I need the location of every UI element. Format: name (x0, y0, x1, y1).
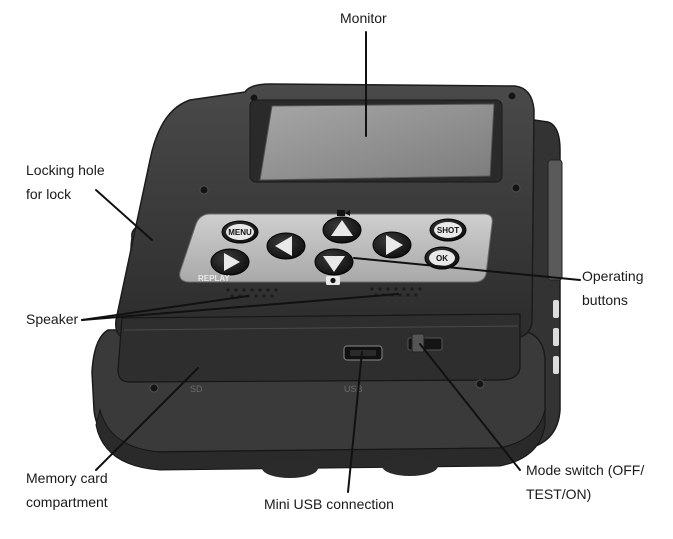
button-menu[interactable]: MENU (221, 220, 259, 244)
button-replay-label: REPLAY (198, 274, 230, 283)
side-hinge-slots (553, 300, 559, 374)
housing-screws (149, 379, 485, 393)
housing-foot-left (262, 458, 318, 478)
leader-operating-buttons (353, 257, 581, 281)
callout-memory-card-line1: Memory card (26, 470, 108, 486)
leader-locking-hole (95, 189, 153, 241)
callout-operating-buttons: Operating buttons (582, 264, 643, 312)
callout-speaker-text: Speaker (26, 311, 79, 327)
leader-lines (81, 31, 581, 493)
button-left[interactable] (266, 232, 306, 260)
housing-label-sd: SD (190, 384, 203, 394)
leader-speaker-right (81, 293, 399, 321)
mini-usb-port-inner (350, 350, 376, 356)
callout-mode-switch-line2: TEST/ON) (526, 486, 592, 502)
mode-switch-knob (411, 333, 425, 353)
callout-locking-hole: Locking hole for lock (26, 158, 105, 206)
button-ok[interactable]: OK (424, 246, 460, 270)
video-mode-icon (337, 210, 350, 216)
side-latch (547, 159, 563, 281)
callout-monitor-text: Monitor (340, 10, 387, 26)
callout-mode-switch-line1: Mode switch (OFF/ (526, 462, 645, 478)
leader-speaker-left (81, 295, 249, 321)
housing-foot-right (382, 456, 438, 476)
body-screws (199, 91, 521, 195)
callout-operating-buttons-line1: Operating (582, 268, 644, 284)
button-up[interactable] (322, 216, 362, 244)
arrow-left-icon (275, 236, 292, 256)
leader-mode-switch (419, 343, 521, 471)
arrow-right-icon (386, 235, 403, 255)
callout-memory-card-line2: compartment (26, 494, 108, 510)
button-menu-label: MENU (228, 228, 252, 237)
photo-mode-icon (326, 276, 340, 285)
callout-operating-buttons-line2: buttons (582, 292, 628, 308)
button-right[interactable] (372, 231, 412, 259)
callout-mini-usb-text: Mini USB connection (264, 496, 394, 512)
arrow-up-icon (331, 220, 353, 236)
lower-housing-shade (95, 408, 546, 471)
callout-mode-switch: Mode switch (OFF/ TEST/ON) (526, 458, 644, 506)
callout-locking-hole-line2: for lock (26, 186, 72, 202)
front-panel-edge (123, 325, 519, 331)
housing-label-usb: USB (344, 384, 363, 394)
callout-mini-usb: Mini USB connection (264, 492, 394, 516)
arrow-down-icon (323, 256, 345, 272)
callout-speaker: Speaker (26, 307, 78, 331)
button-shot-label: SHOT (437, 226, 459, 235)
leader-mini-usb (347, 351, 363, 493)
button-down[interactable] (314, 248, 354, 276)
callout-memory-card: Memory card compartment (26, 466, 108, 514)
front-panel (117, 313, 521, 383)
callout-monitor: Monitor (340, 6, 387, 30)
leader-memory-card (95, 367, 199, 471)
callout-locking-hole-line1: Locking hole (26, 162, 105, 178)
monitor-screen (259, 103, 495, 181)
play-icon (224, 253, 240, 271)
button-replay[interactable] (210, 248, 250, 276)
button-shot[interactable]: SHOT (429, 218, 467, 242)
button-ok-label: OK (436, 254, 448, 263)
